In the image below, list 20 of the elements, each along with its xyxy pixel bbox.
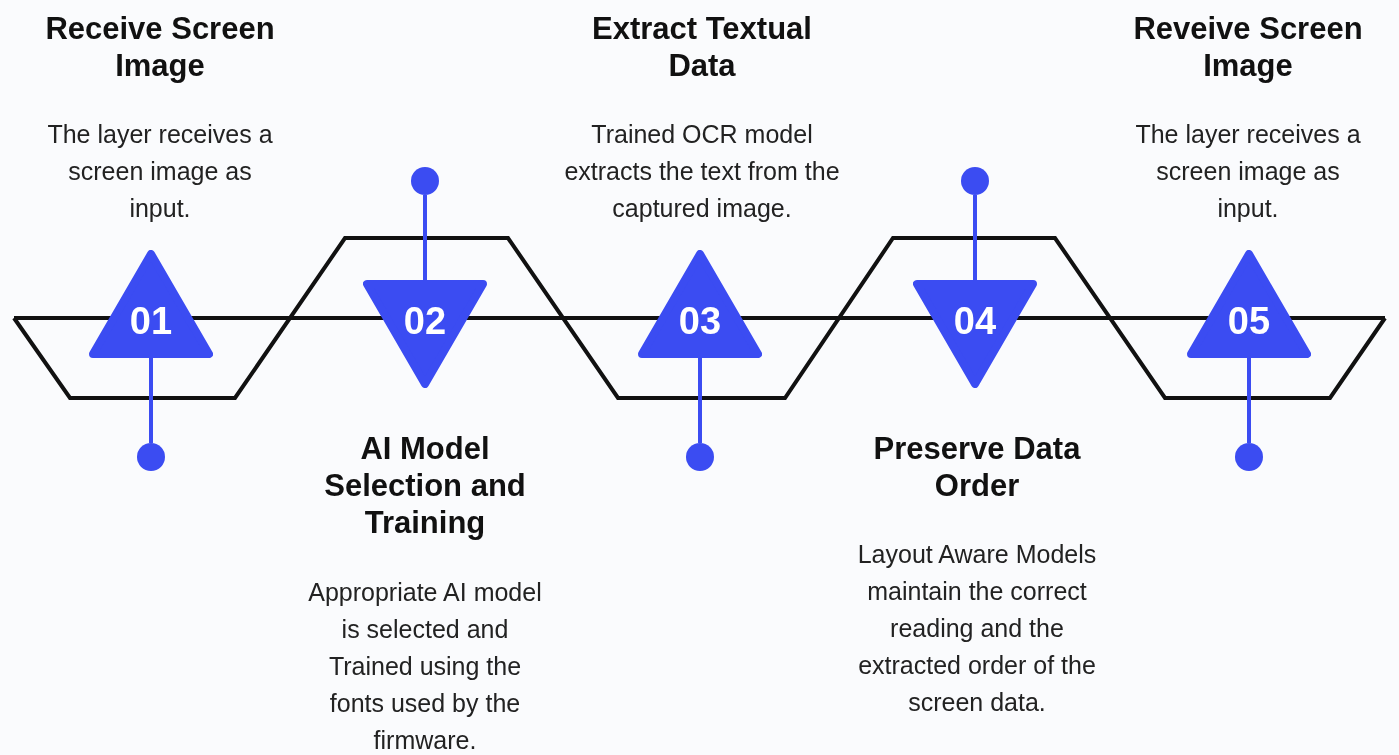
step-number: 01 — [129, 302, 173, 340]
step-heading: Preserve Data Order — [872, 430, 1082, 504]
step-description: Layout Aware Models maintain the correct reading and the extracted order of the screen data. — [856, 539, 1098, 718]
step-triangle — [1187, 250, 1311, 360]
step-heading: Extract Textual Data — [591, 10, 813, 84]
step-heading: Reveive Screen Image — [1132, 10, 1364, 84]
step-number: 02 — [403, 302, 447, 340]
step-heading: AI Model Selection and Training — [323, 430, 527, 541]
step-heading: Receive Screen Image — [44, 10, 276, 84]
step-triangle — [638, 250, 762, 360]
step-description: Appropriate AI model is selected and Trained using the fonts used by the firmware. — [307, 577, 543, 755]
step-number: 03 — [678, 302, 722, 340]
step-description: The layer receives a screen image as input. — [1134, 119, 1362, 224]
step-number: 05 — [1227, 302, 1271, 340]
step-triangle — [363, 278, 487, 388]
step-triangle — [89, 250, 213, 360]
step-number: 04 — [953, 302, 997, 340]
step-description: The layer receives a screen image as input. — [46, 119, 274, 224]
step-description: Trained OCR model extracts the text from the captured image. — [563, 119, 841, 224]
step-triangle — [913, 278, 1037, 388]
